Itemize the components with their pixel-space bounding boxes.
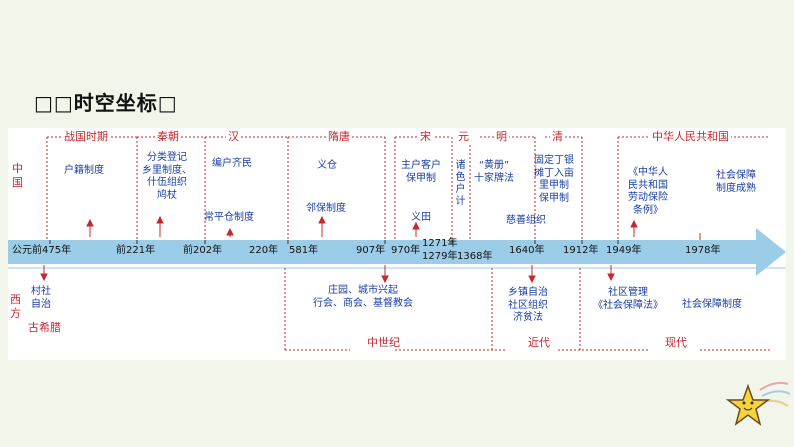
year-907: 907年 xyxy=(356,245,386,256)
event-cunshe: 村社 自治 xyxy=(31,286,51,310)
year-220: 220年 xyxy=(249,245,279,256)
year-1279: 1279年 xyxy=(422,251,458,262)
section-heading: □□时空坐标□ xyxy=(34,91,178,115)
event-qing-system: 固定丁银 摊丁入亩 里甲制 保甲制 xyxy=(534,155,574,204)
event-changping: 常平仓制度 xyxy=(204,212,254,223)
event-yitian: 义田 xyxy=(411,212,431,223)
year-ticks xyxy=(49,240,619,244)
event-yicang: 义仓 xyxy=(317,160,337,171)
dynasty-song: 宋 xyxy=(418,130,433,144)
era-modern-early: 近代 xyxy=(528,336,550,349)
era-contemporary: 现代 xyxy=(665,336,687,349)
event-cishan: 慈善组织 xyxy=(506,215,546,226)
region-china-label: 中国 xyxy=(12,162,23,189)
region-west-label: 西方 xyxy=(10,293,21,320)
event-baozhang: 社会保障制度 xyxy=(682,299,742,310)
event-greece: 古希腊 xyxy=(28,321,61,334)
era-brackets xyxy=(284,268,770,351)
event-prc-law: 《中华人 民共和国 劳动保险 条例》 xyxy=(628,167,668,216)
dynasty-qing: 清 xyxy=(550,130,565,144)
year-970: 970年 xyxy=(391,245,421,256)
event-huangce: “黄册” 十家牌法 xyxy=(474,160,514,184)
event-bianhu: 编户齐民 xyxy=(212,158,252,169)
year-221bc: 前221年 xyxy=(116,245,156,256)
event-linbao: 邻保制度 xyxy=(306,203,346,214)
year-1640: 1640年 xyxy=(509,245,545,256)
dynasty-ming: 明 xyxy=(494,130,509,144)
timeline-arrow xyxy=(8,228,786,276)
dynasty-yuan: 元 xyxy=(456,130,471,144)
dynasty-zhanguo: 战国时期 xyxy=(62,130,110,144)
year-1978: 1978年 xyxy=(685,245,721,256)
dynasty-suitang: 隋唐 xyxy=(326,130,352,144)
year-202bc: 前202年 xyxy=(183,245,223,256)
year-1912: 1912年 xyxy=(563,245,599,256)
event-huji: 户籍制度 xyxy=(64,165,104,176)
star-icon xyxy=(725,381,790,426)
event-xiangzhen: 乡镇自治 社区组织 济贫法 xyxy=(508,287,548,323)
event-prc-mature: 社会保障 制度成熟 xyxy=(716,170,756,194)
event-arrows xyxy=(40,215,701,284)
year-1271: 1271年 xyxy=(422,238,458,249)
era-medieval: 中世纪 xyxy=(367,336,400,349)
year-1368: 1368年 xyxy=(457,251,493,262)
year-475bc: 公元前475年 xyxy=(12,245,72,256)
dynasty-qin: 秦朝 xyxy=(155,130,181,144)
event-zhuhu: 主户客户 保甲制 xyxy=(401,160,441,184)
year-1949: 1949年 xyxy=(606,245,642,256)
event-yuan: 诸色户计 xyxy=(455,160,466,207)
dynasty-han: 汉 xyxy=(226,130,241,144)
year-581: 581年 xyxy=(289,245,319,256)
event-qin-system: 分类登记 乡里制度、 什伍组织 鸠杖 xyxy=(142,152,192,201)
event-zhuangyuan: 庄园、城市兴起 行会、商会、基督教会 xyxy=(313,285,413,309)
event-shequ: 社区管理 《社会保障法》 xyxy=(593,287,663,311)
dynasty-prc: 中华人民共和国 xyxy=(650,130,731,144)
